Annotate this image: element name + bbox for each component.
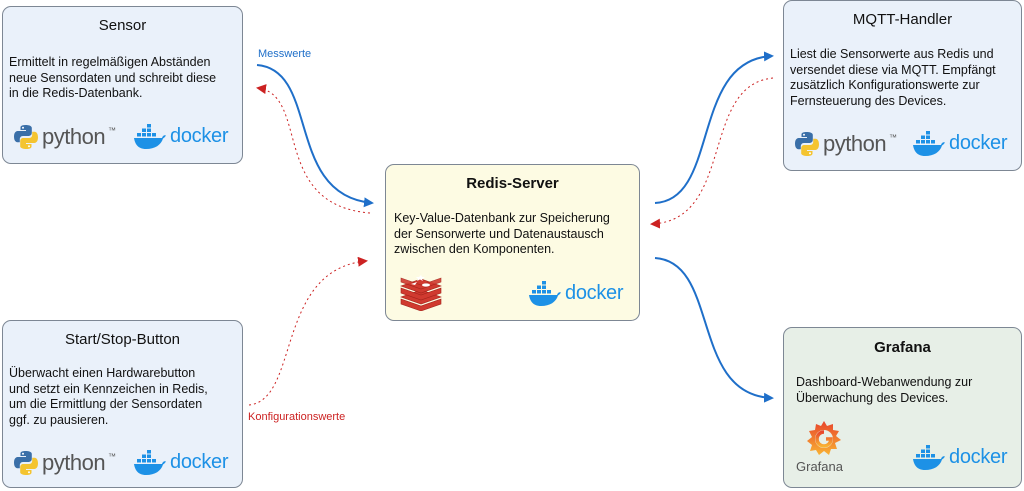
docker-logo: docker [912, 444, 1012, 474]
mqtt-handler-title: MQTT-Handler [852, 11, 953, 28]
label-messwerte: Messwerte [258, 48, 312, 60]
docker-logo: docker [133, 123, 233, 153]
redis-server-description: Key-Value-Datenbank zur Speicherung der … [394, 211, 610, 256]
sensor-title: Sensor [98, 17, 147, 34]
grafana-box: Grafana Dashboard-Webanwendung zur Überw… [783, 327, 1022, 488]
python-icon [14, 451, 38, 475]
docker-whale-icon [529, 281, 561, 306]
grafana-description: Dashboard-Webanwendung zur Überwachung d… [796, 375, 973, 405]
arrow-redis-to-mqtt [654, 51, 774, 204]
redis-server-title: Redis-Server [466, 175, 559, 192]
grafana-logo-text: Grafana [796, 459, 843, 474]
sensor-description: Ermittelt in regelmäßigen Abständen neue… [9, 55, 217, 100]
docker-whale-icon [913, 445, 945, 470]
arrow-startstop-to-redis [248, 256, 368, 406]
mqtt-handler-box: MQTT-Handler Liest die Sensorwerte aus R… [783, 0, 1022, 171]
docker-whale-icon [134, 450, 166, 475]
start-stop-title: Start/Stop-Button [64, 331, 181, 348]
label-konfigurationswerte: Konfigurationswerte [248, 411, 346, 423]
redis-logo-icon [400, 275, 442, 311]
docker-logo: docker [133, 449, 233, 479]
docker-logo: docker [912, 130, 1012, 160]
docker-whale-icon [134, 124, 166, 149]
sensor-box: Sensor Ermittelt in regelmäßigen Abständ… [2, 6, 243, 164]
docker-logo: docker [528, 280, 628, 310]
grafana-logo-icon [807, 421, 841, 455]
start-stop-description: Überwacht einen Hardwarebutton und setzt… [9, 366, 208, 427]
grafana-title: Grafana [874, 339, 931, 356]
start-stop-box: Start/Stop-Button Überwacht einen Hardwa… [2, 320, 243, 488]
docker-whale-icon [913, 131, 945, 156]
arrow-mqtt-to-redis [650, 77, 774, 229]
arrow-redis-to-grafana [654, 257, 774, 403]
arrow-redis-to-sensor [256, 84, 371, 214]
redis-server-box: Redis-Server Key-Value-Datenbank zur Spe… [385, 164, 640, 321]
mqtt-handler-description: Liest die Sensorwerte aus Redis und vers… [790, 47, 996, 108]
python-icon [795, 132, 819, 156]
arrow-sensor-to-redis [256, 64, 374, 208]
python-icon [14, 125, 38, 149]
